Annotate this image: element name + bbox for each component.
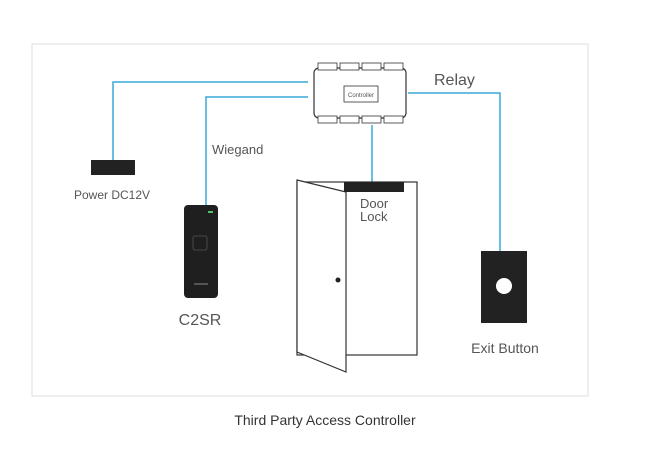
relay-label: Relay [434, 72, 475, 89]
door-lock-device [344, 182, 404, 192]
terminal-block [383, 115, 404, 124]
wires [112, 81, 501, 251]
reader-label: C2SR [179, 312, 222, 329]
door-lock-label-line2: Lock [360, 209, 388, 224]
terminal-block [383, 62, 404, 71]
terminal-block [317, 62, 338, 71]
controller-label-box [343, 85, 379, 103]
door [296, 179, 418, 373]
diagram-caption: Third Party Access Controller [234, 412, 416, 428]
exit-button-label: Exit Button [471, 340, 539, 356]
wiegand-label: Wiegand [212, 142, 263, 157]
door-handle [335, 277, 341, 283]
wire-power [112, 81, 308, 160]
wire-wiegand [205, 96, 308, 205]
terminal-block [361, 62, 382, 71]
exit-button-push [496, 278, 512, 294]
wire-relay [408, 92, 501, 251]
reader-logo [194, 283, 208, 285]
reader-body [184, 205, 218, 298]
power-label: Power DC12V [74, 188, 150, 202]
terminal-blocks-top [317, 62, 404, 71]
reader-card-symbol [192, 235, 208, 251]
terminal-block [361, 115, 382, 124]
terminal-block [339, 62, 360, 71]
reader-led [208, 211, 213, 213]
power-supply [91, 160, 135, 175]
terminal-block [339, 115, 360, 124]
exit-button-device [481, 251, 527, 323]
terminal-blocks-bottom [317, 115, 404, 124]
card-reader-icon [184, 205, 218, 298]
terminal-block [317, 115, 338, 124]
controller-label: Controller [348, 93, 374, 99]
controller-node: Controller [313, 62, 407, 124]
door-leaf [296, 179, 347, 373]
door-lock-label-line1: Door [360, 196, 389, 211]
